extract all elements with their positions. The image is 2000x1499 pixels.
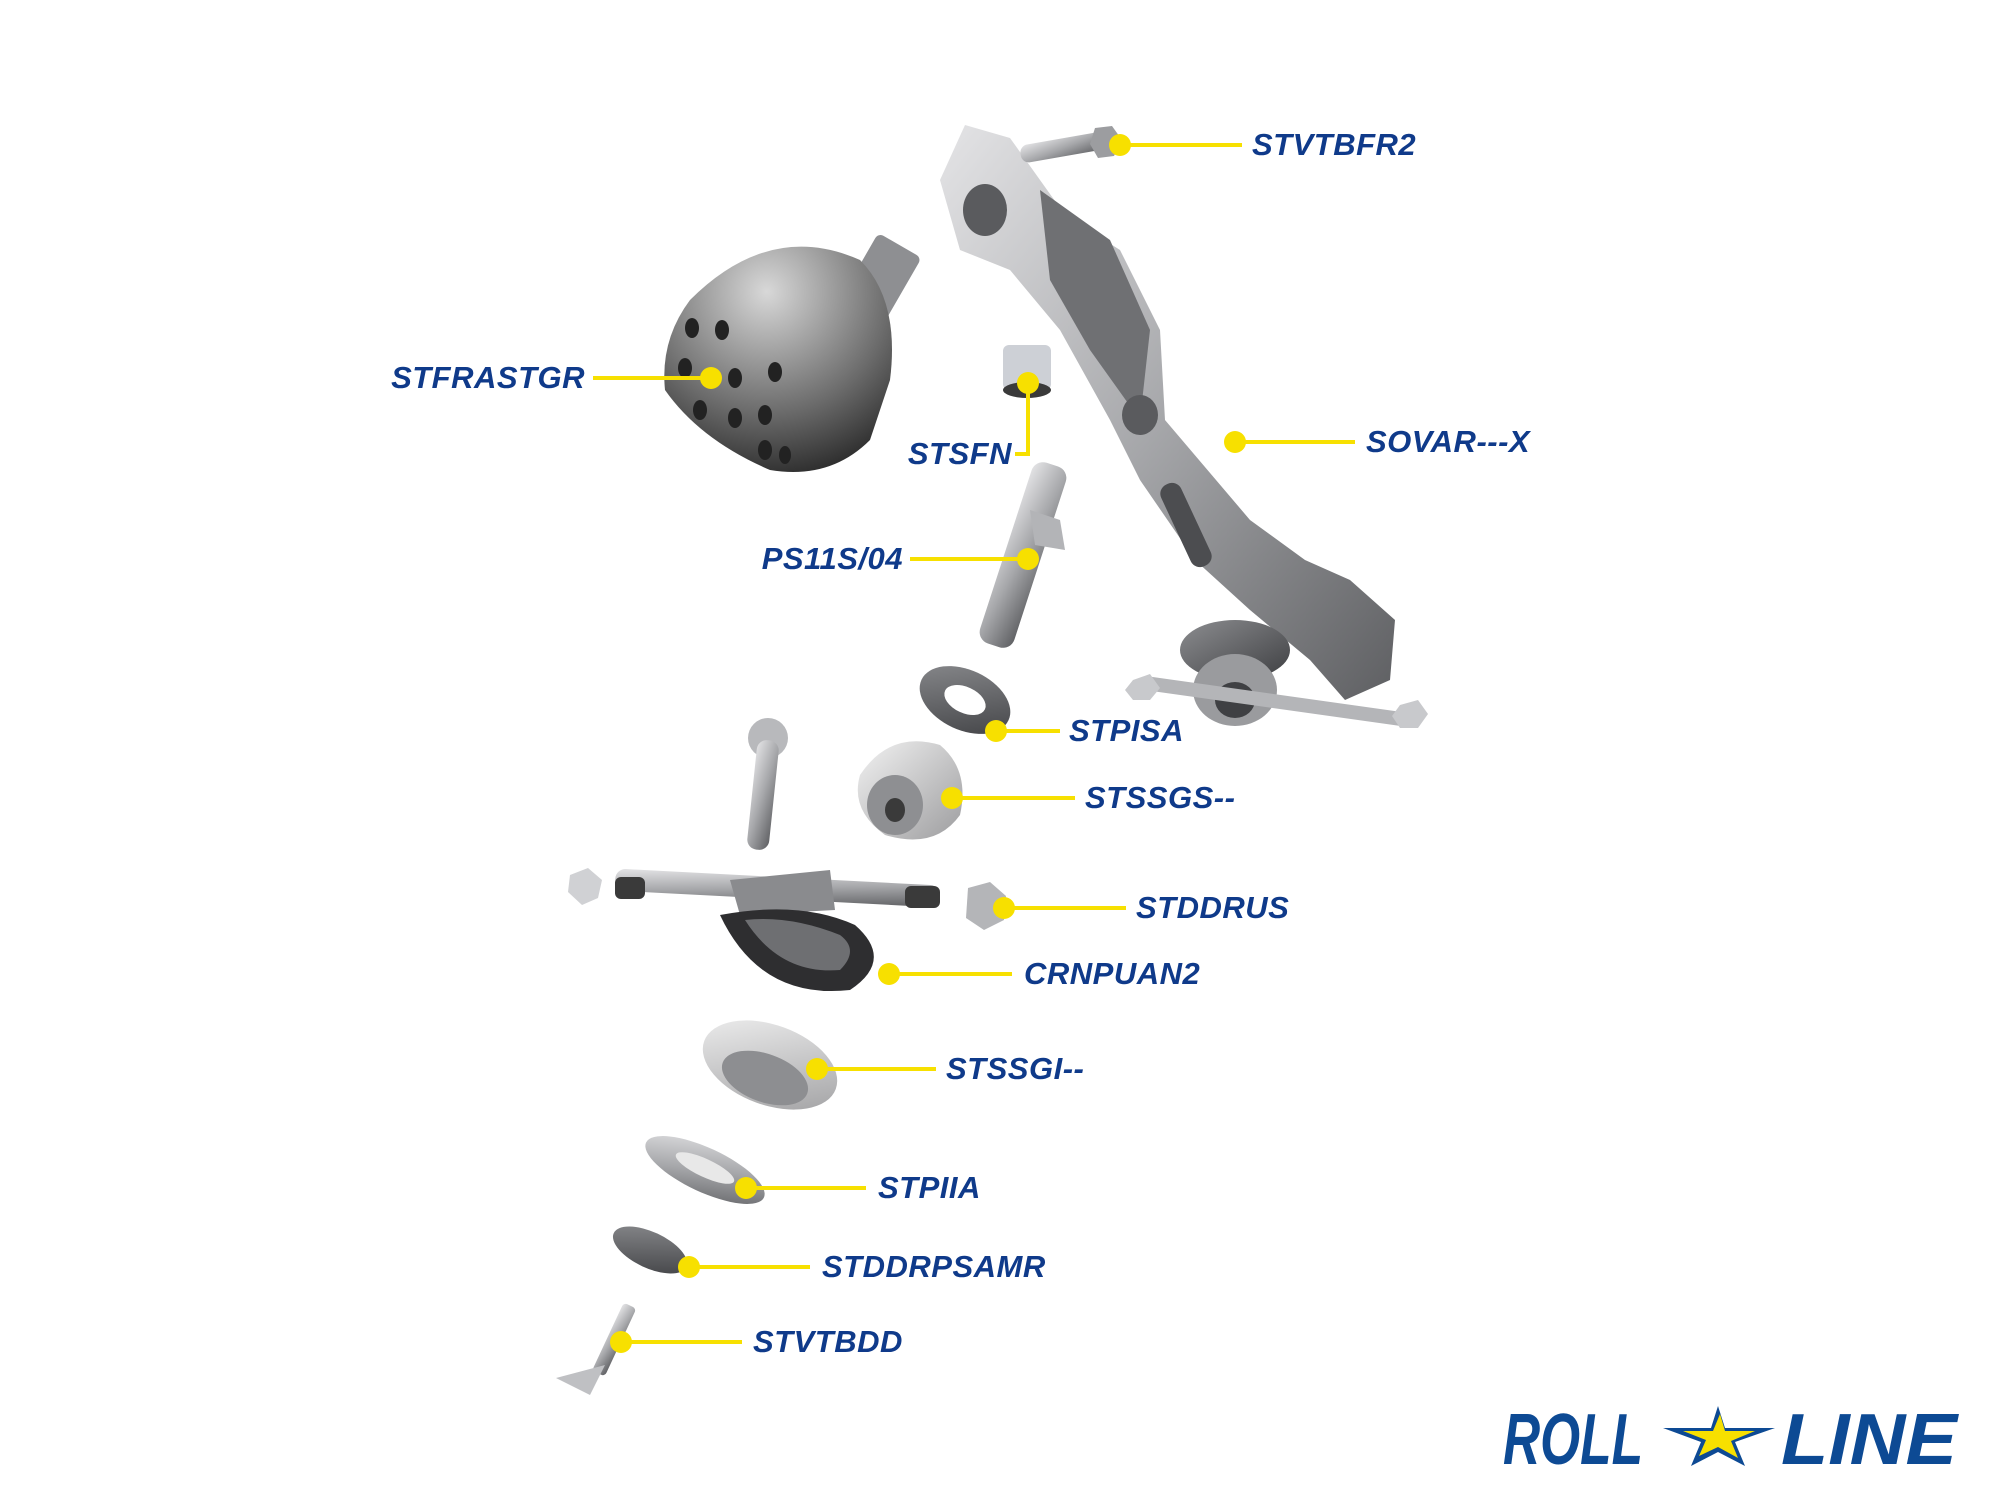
part-label-stddrus: STDDRUS <box>1136 890 1290 925</box>
nut-stddrus-part <box>966 882 1006 930</box>
washer-stpiia-part <box>645 1136 765 1204</box>
part-label-stsfn: STSFN <box>907 436 1012 471</box>
cushion-stssgs-part <box>857 741 963 840</box>
nut-stddrpsamr-part <box>612 1226 688 1274</box>
part-label-stpisa: STPISA <box>1069 713 1184 748</box>
toe-stopper-part <box>664 235 920 472</box>
part-label-stvtbdd: STVTBDD <box>753 1324 903 1359</box>
bolt-stvtbfr2-part <box>1020 126 1122 163</box>
plate-part <box>940 125 1428 728</box>
part-label-stssgs: STSSGS-- <box>1085 780 1236 815</box>
part-label-stfrastgr: STFRASTGR <box>391 360 585 395</box>
callout-dots <box>610 134 1246 1353</box>
leader-lines <box>593 143 1355 1344</box>
part-label-stssgi: STSSGI-- <box>946 1051 1085 1086</box>
part-label-ps11s: PS11S/04 <box>761 541 903 576</box>
part-label-stddrpsamr: STDDRPSAMR <box>822 1249 1046 1284</box>
svg-text:ROLL: ROLL <box>1503 1400 1643 1470</box>
roll-line-logo: ROLL LINE <box>1503 1400 1959 1470</box>
washer-stpisa-part <box>919 666 1011 734</box>
part-label-sovar: SOVAR---X <box>1366 424 1531 459</box>
truck-hanger-part <box>568 718 940 992</box>
cushion-stssgi-part <box>702 1020 838 1110</box>
part-label-crnpuan2: CRNPUAN2 <box>1024 956 1201 991</box>
part-label-stvtbfr2: STVTBFR2 <box>1252 127 1417 162</box>
part-label-stpiia: STPIIA <box>878 1170 981 1205</box>
svg-text:LINE: LINE <box>1781 1400 1959 1470</box>
logo-star-icon <box>1663 1406 1775 1466</box>
